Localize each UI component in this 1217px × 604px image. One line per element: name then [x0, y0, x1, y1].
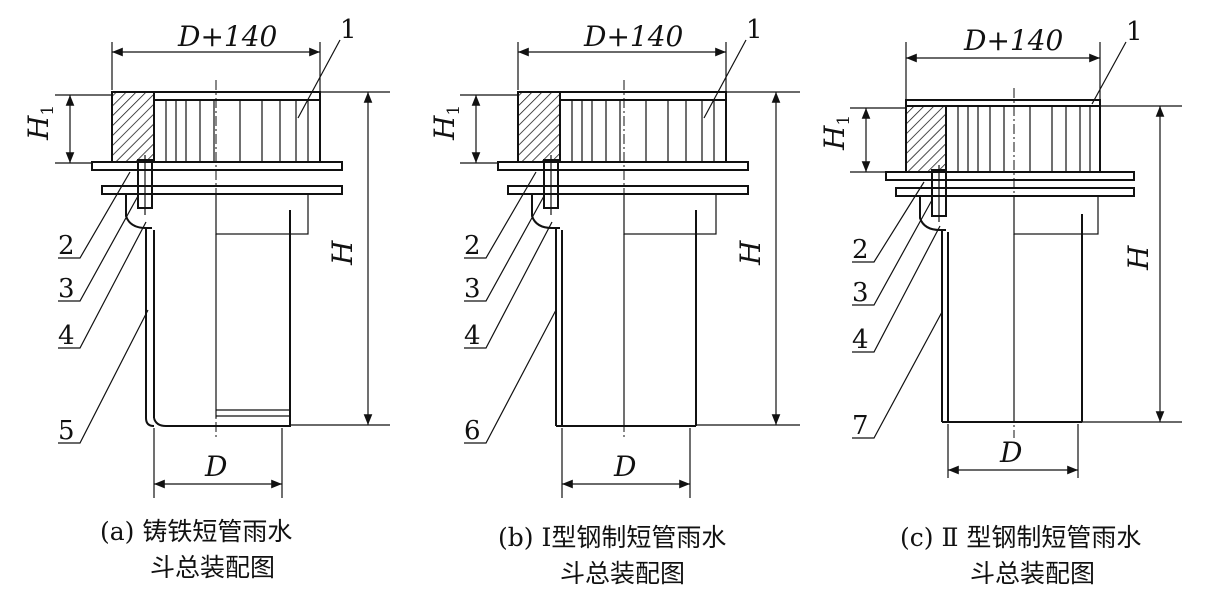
dimension-h-c: H	[1122, 245, 1155, 271]
svg-text:H1: H1	[428, 105, 464, 141]
callout-3-c: 3	[852, 278, 869, 308]
callout-5-a: 5	[58, 416, 75, 446]
dimension-h1-subscript-a: 1	[38, 105, 58, 116]
callout-3-b: 3	[464, 274, 481, 304]
callout-7-c: 7	[852, 411, 869, 441]
callout-3-a: 3	[58, 274, 75, 304]
caption-b-line2: 斗总装配图	[560, 559, 685, 588]
dimension-h1-b: H	[428, 115, 461, 141]
dimension-d-b: D	[613, 450, 636, 483]
dimension-h1-subscript-c: 1	[834, 115, 854, 126]
callout-1-b: 1	[746, 15, 763, 45]
dimension-h1-a: H	[22, 115, 55, 141]
callout-2-b: 2	[464, 231, 481, 261]
callout-1-a: 1	[340, 15, 357, 45]
dimension-h1-c: H	[818, 125, 851, 151]
dimension-h-b: H	[734, 240, 767, 266]
panel-c: D+140 H1 H	[818, 17, 1182, 588]
dimension-h-a: H	[326, 240, 359, 266]
panel-b: D+140 H1 H	[428, 15, 800, 588]
callout-1-c: 1	[1126, 17, 1143, 47]
panel-a: D+140 H1 H	[22, 15, 390, 582]
dimension-top-width-b: D+140	[583, 20, 683, 53]
dimension-h1-subscript-b: 1	[444, 105, 464, 116]
svg-text:H1: H1	[22, 105, 58, 141]
caption-c-line2: 斗总装配图	[970, 559, 1095, 588]
caption-b-line1: (b) Ⅰ型钢制短管雨水	[498, 523, 726, 552]
callout-2-a: 2	[58, 231, 75, 261]
dimension-top-width-c: D+140	[963, 24, 1063, 57]
svg-text:H1: H1	[818, 115, 854, 151]
dimension-d-a: D	[204, 450, 227, 483]
callout-4-b: 4	[464, 321, 481, 351]
dimension-d-c: D	[999, 436, 1022, 469]
caption-a-line1: (a) 铸铁短管雨水	[100, 517, 292, 546]
callout-4-a: 4	[58, 321, 75, 351]
caption-c-line1: (c) Ⅱ 型钢制短管雨水	[900, 523, 1141, 552]
caption-a-line2: 斗总装配图	[150, 553, 275, 582]
dimension-top-width-a: D+140	[177, 20, 277, 53]
callout-6-b: 6	[464, 416, 481, 446]
callout-4-c: 4	[852, 325, 869, 355]
callout-2-c: 2	[852, 235, 869, 265]
